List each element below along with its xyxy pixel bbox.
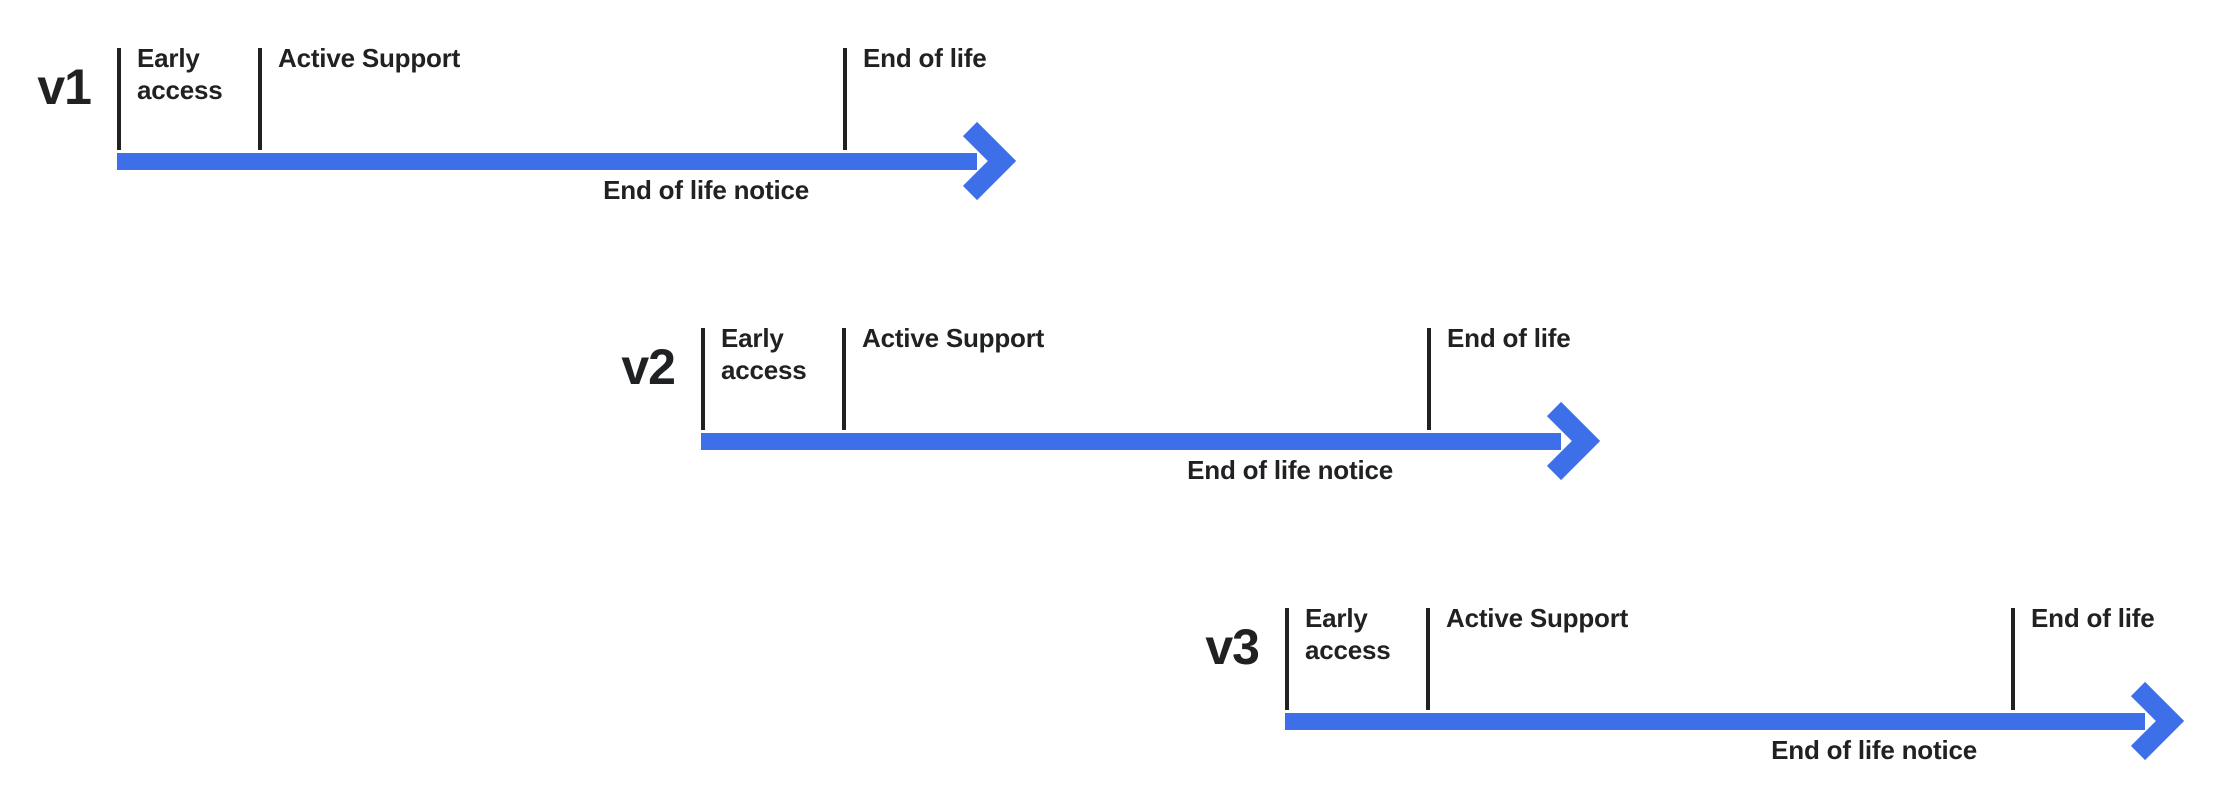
end-of-life-notice-label: End of life notice bbox=[603, 175, 809, 205]
early-access-start-tick bbox=[117, 48, 121, 150]
end-of-life-label: End of life bbox=[863, 43, 987, 73]
end-of-life-tick bbox=[2011, 608, 2015, 710]
end-of-life-tick bbox=[843, 48, 847, 150]
end-of-life-tick bbox=[1427, 328, 1431, 430]
active-support-label: Active Support bbox=[862, 323, 1045, 353]
arrowhead-icon bbox=[962, 121, 1017, 201]
early-access-start-tick bbox=[1285, 608, 1289, 710]
active-support-label: Active Support bbox=[1446, 603, 1629, 633]
end-of-life-notice-label: End of life notice bbox=[1187, 455, 1393, 485]
version-label: v2 bbox=[621, 339, 676, 395]
end-of-life-notice-label: End of life notice bbox=[1771, 735, 1977, 765]
arrowhead-icon bbox=[1546, 401, 1601, 481]
eol-notice-dashed-tick bbox=[1977, 608, 1981, 710]
version-label: v1 bbox=[37, 59, 92, 115]
timeline-bar bbox=[117, 153, 977, 170]
active-support-start-tick bbox=[258, 48, 262, 150]
active-support-start-tick bbox=[842, 328, 846, 430]
end-of-life-label: End of life bbox=[2031, 603, 2155, 633]
arrowhead-icon bbox=[2130, 681, 2185, 761]
early-access-label: Early access bbox=[721, 323, 807, 385]
eol-notice-dashed-tick bbox=[809, 48, 813, 150]
active-support-start-tick bbox=[1426, 608, 1430, 710]
end-of-life-label: End of life bbox=[1447, 323, 1571, 353]
eol-notice-dashed-tick bbox=[1393, 328, 1397, 430]
early-access-start-tick bbox=[701, 328, 705, 430]
active-support-label: Active Support bbox=[278, 43, 461, 73]
early-access-label: Early access bbox=[1305, 603, 1391, 665]
timeline-bar bbox=[1285, 713, 2145, 730]
timeline-bar bbox=[701, 433, 1561, 450]
early-access-label: Early access bbox=[137, 43, 223, 105]
version-label: v3 bbox=[1205, 619, 1260, 675]
